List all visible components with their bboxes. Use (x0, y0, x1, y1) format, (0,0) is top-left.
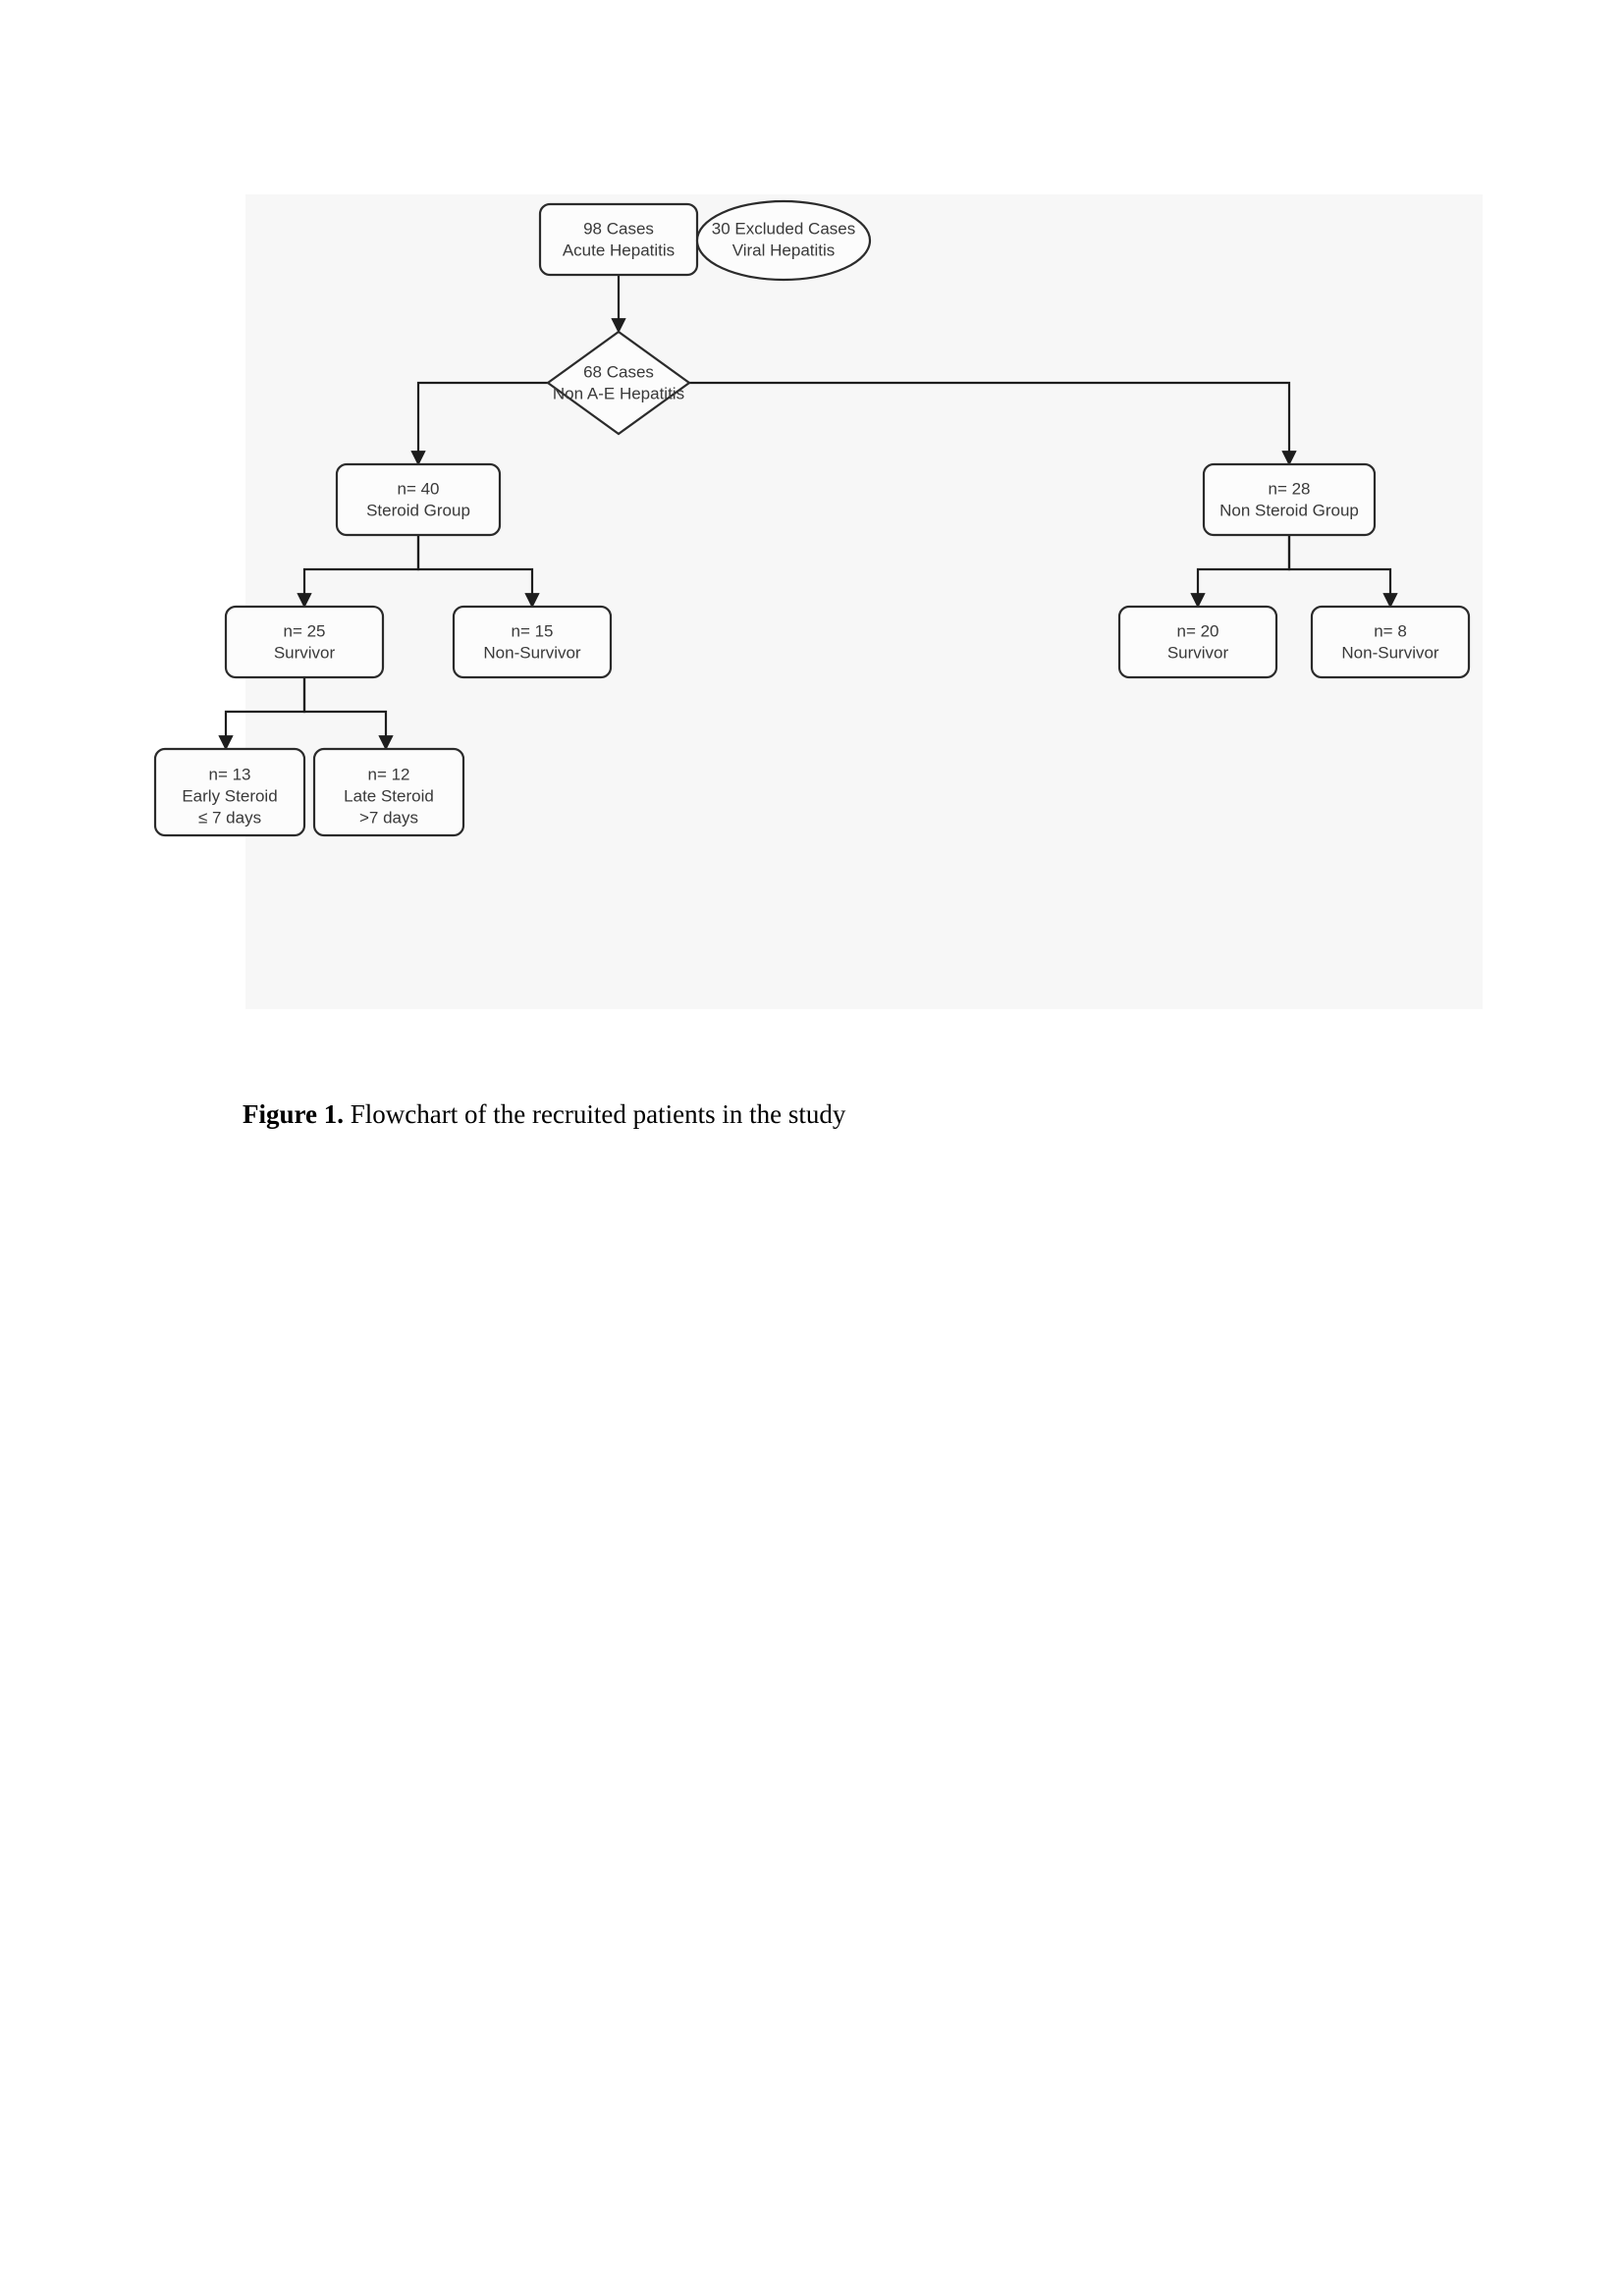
node-non-steroid-survivor-line1: n= 20 (1176, 621, 1218, 640)
node-late-steroid-line3: >7 days (359, 808, 418, 827)
node-non-ae-line1: 68 Cases (583, 362, 654, 381)
node-late-steroid[interactable]: n= 12 Late Steroid >7 days (312, 747, 465, 837)
node-excluded-viral-hepatitis[interactable]: 30 Excluded Cases Viral Hepatitis (695, 199, 872, 282)
edge-steroid-to-survivor (297, 535, 420, 609)
figure-caption-text: Flowchart of the recruited patients in t… (350, 1099, 846, 1129)
node-non-ae-hepatitis[interactable]: 68 Cases Non A-E Hepatitis (546, 330, 691, 436)
node-non-steroid-survivor[interactable]: n= 20 Survivor (1117, 605, 1278, 679)
node-early-steroid-line3: ≤ 7 days (198, 808, 261, 827)
node-steroid-survivor-line1: n= 25 (283, 621, 325, 640)
node-steroid-survivor[interactable]: n= 25 Survivor (224, 605, 385, 679)
node-late-steroid-line2: Late Steroid (344, 786, 434, 805)
node-acute-hepatitis-line1: 98 Cases (583, 219, 654, 238)
node-excluded-line1: 30 Excluded Cases (712, 219, 855, 238)
node-acute-hepatitis[interactable]: 98 Cases Acute Hepatitis (538, 202, 699, 277)
flowchart-diagram: 98 Cases Acute Hepatitis 30 Excluded Cas… (153, 199, 1471, 837)
node-non-ae-line2: Non A-E Hepatitis (553, 384, 684, 402)
figure-caption-label: Figure 1. (243, 1099, 344, 1129)
node-early-steroid-line1: n= 13 (208, 765, 250, 783)
node-steroid-non-survivor[interactable]: n= 15 Non-Survivor (452, 605, 613, 679)
node-steroid-group[interactable]: n= 40 Steroid Group (335, 462, 502, 537)
edge-nonsteroid-to-survivor (1190, 535, 1291, 609)
edge-survivor-to-late (302, 677, 394, 751)
node-steroid-group-line2: Steroid Group (366, 501, 470, 519)
edge-nonsteroid-to-nonsurvivor (1287, 535, 1398, 609)
node-early-steroid-line2: Early Steroid (182, 786, 277, 805)
node-acute-hepatitis-line2: Acute Hepatitis (563, 240, 675, 259)
node-non-steroid-group[interactable]: n= 28 Non Steroid Group (1202, 462, 1377, 537)
figure-background-panel (245, 194, 1483, 1009)
edge-survivor-to-early (218, 677, 306, 751)
node-steroid-survivor-line2: Survivor (274, 643, 336, 662)
node-non-steroid-group-line2: Non Steroid Group (1219, 501, 1359, 519)
node-steroid-non-survivor-line1: n= 15 (511, 621, 553, 640)
node-early-steroid[interactable]: n= 13 Early Steroid ≤ 7 days (153, 747, 306, 837)
node-late-steroid-line1: n= 12 (367, 765, 409, 783)
node-non-steroid-non-survivor-line1: n= 8 (1374, 621, 1407, 640)
node-excluded-line2: Viral Hepatitis (732, 240, 836, 259)
node-non-steroid-group-line1: n= 28 (1268, 479, 1310, 498)
edge-nonae-to-steroid (410, 381, 548, 466)
edge-steroid-to-nonsurvivor (416, 535, 540, 609)
figure-caption: Figure 1. Flowchart of the recruited pat… (243, 1099, 845, 1130)
node-steroid-non-survivor-line2: Non-Survivor (483, 643, 581, 662)
node-non-steroid-survivor-line2: Survivor (1167, 643, 1229, 662)
edge-nonae-to-nonsteroid (689, 381, 1297, 466)
node-steroid-group-line1: n= 40 (397, 479, 439, 498)
node-non-steroid-non-survivor[interactable]: n= 8 Non-Survivor (1310, 605, 1471, 679)
node-non-steroid-non-survivor-line2: Non-Survivor (1341, 643, 1439, 662)
